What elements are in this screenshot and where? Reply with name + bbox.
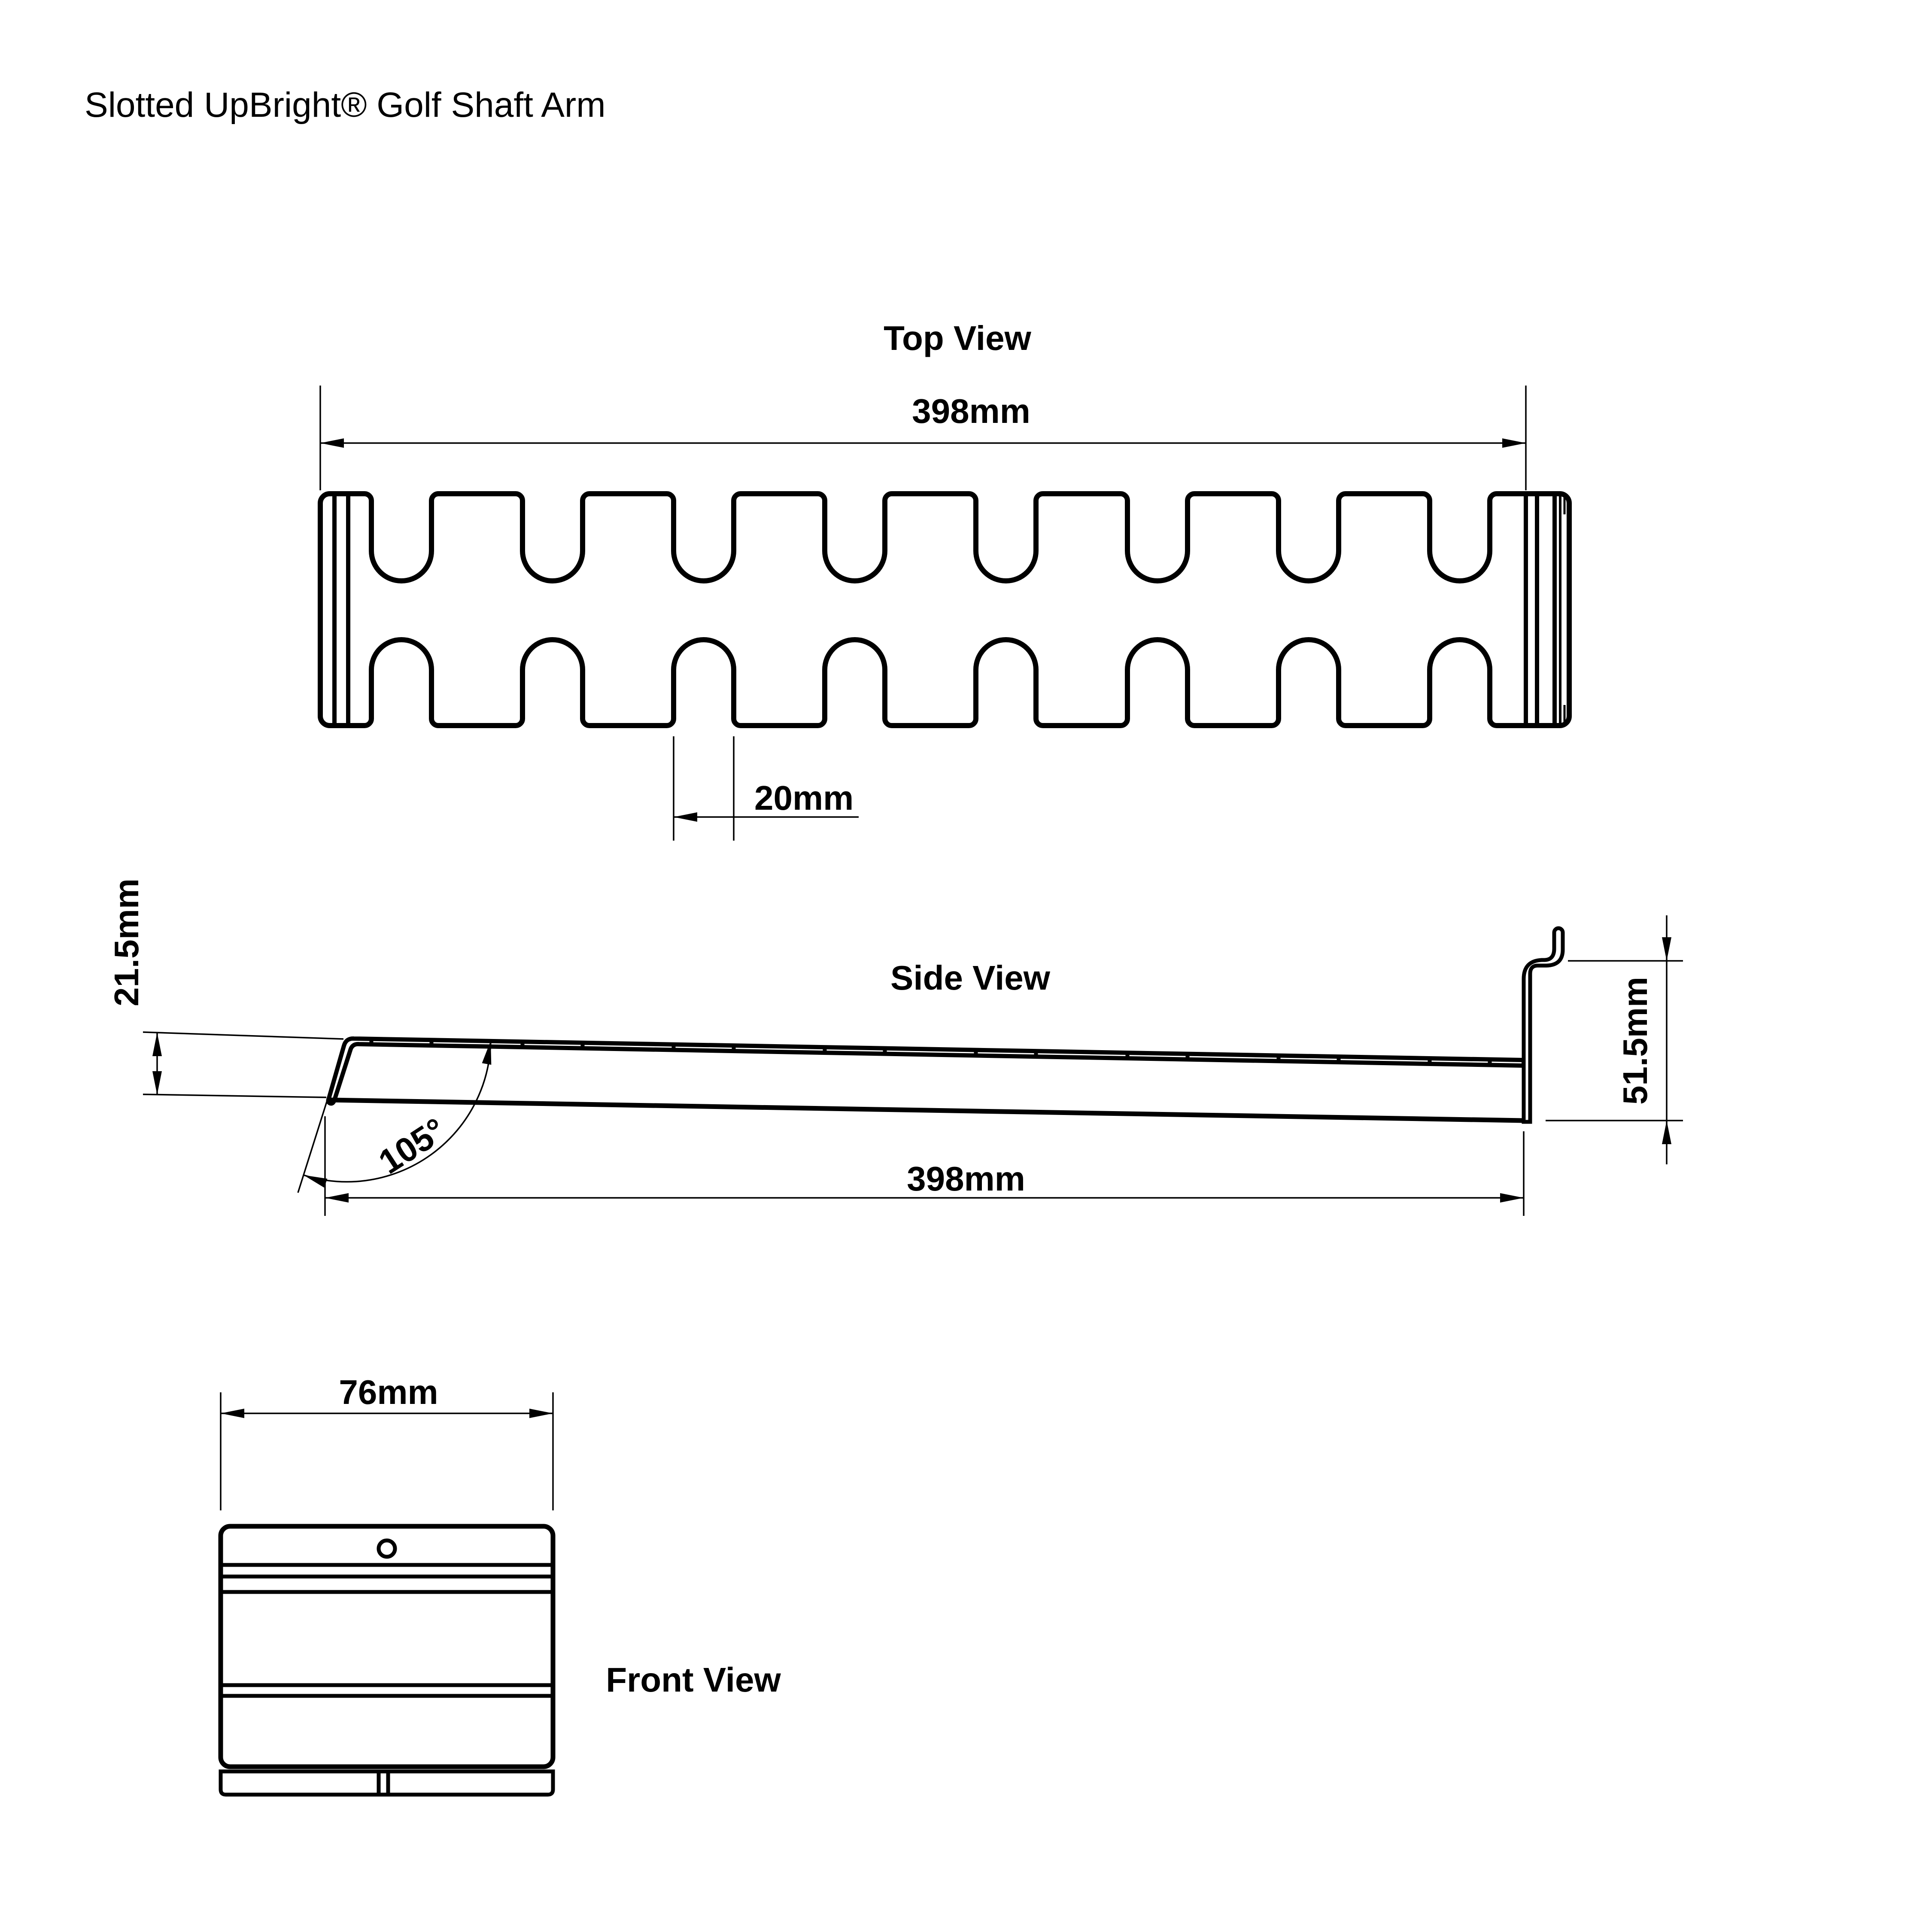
bracket-dim-arrow-top xyxy=(1662,937,1671,961)
drawing-title: Slotted UpBright® Golf Shaft Arm xyxy=(85,85,606,125)
side-length-extension-lines xyxy=(324,1116,1525,1216)
lip-dim-reference-lines xyxy=(143,1031,344,1098)
side-view-arm-underside xyxy=(329,1097,1524,1123)
front-width-dim-text: 76mm xyxy=(339,1373,438,1411)
lip-dim-arrow-down xyxy=(152,1071,162,1095)
lip-dim-arrow-up xyxy=(152,1033,162,1056)
front-view-label: Front View xyxy=(606,1661,781,1699)
front-width-extension-lines xyxy=(220,1392,554,1510)
top-view-label: Top View xyxy=(884,319,1032,357)
lip-dim-text: 21.5mm xyxy=(107,878,146,1006)
top-view-left-cap-lines xyxy=(332,496,350,723)
bracket-dim-reference-lines xyxy=(1546,960,1683,1121)
side-length-dim-text: 398mm xyxy=(907,1160,1025,1198)
top-view-slot-dimension: 20mm xyxy=(673,736,859,841)
bracket-dim-arrow-bottom xyxy=(1662,1121,1671,1144)
top-view-width-dimension: 398mm xyxy=(319,386,1527,490)
side-view-length-dimension: 398mm xyxy=(324,1116,1525,1216)
top-width-dim-text: 398mm xyxy=(912,392,1030,430)
slot-dim-text: 20mm xyxy=(754,779,854,817)
side-length-arrow-right xyxy=(1500,1193,1524,1203)
side-view-bracket-dimension: 51.5mm xyxy=(1546,915,1683,1164)
front-width-arrow-left xyxy=(221,1409,244,1418)
front-view-arm-edge-lines xyxy=(377,1771,390,1795)
front-width-arrow-right xyxy=(529,1409,553,1418)
front-view: 76mm Front View xyxy=(218,1373,781,1797)
angle-dim-arc xyxy=(303,1040,492,1183)
front-view-bend-lines xyxy=(221,1563,553,1698)
top-width-arrow-right xyxy=(1502,438,1526,448)
side-view-arm-outline xyxy=(326,1036,1526,1106)
front-view-width-dimension: 76mm xyxy=(220,1373,554,1510)
slot-dim-arrow xyxy=(674,812,697,822)
side-view-bracket-hook xyxy=(1522,926,1565,1124)
front-view-screw-hole xyxy=(377,1538,397,1559)
angle-dim-lip-extension-line xyxy=(297,1099,328,1193)
side-view-slot-ticks xyxy=(369,1039,1492,1065)
side-view-lip-dimension: 21.5mm xyxy=(107,878,344,1098)
side-view-label: Side View xyxy=(890,959,1051,997)
top-view-right-cap-lines xyxy=(1524,496,1557,723)
angle-dim-arrow-upper xyxy=(482,1041,492,1065)
front-view-plate xyxy=(218,1524,556,1769)
top-view-plate-outline xyxy=(318,491,1572,728)
top-width-extension-lines xyxy=(319,386,1527,490)
angle-dim-arrow-lower xyxy=(304,1175,328,1188)
side-length-arrow-left xyxy=(325,1193,349,1203)
top-view: Top View 398mm 20mm xyxy=(318,319,1572,841)
slot-dim-extension-lines xyxy=(673,736,735,841)
top-width-arrow-left xyxy=(320,438,344,448)
bracket-dim-text: 51.5mm xyxy=(1616,977,1654,1105)
